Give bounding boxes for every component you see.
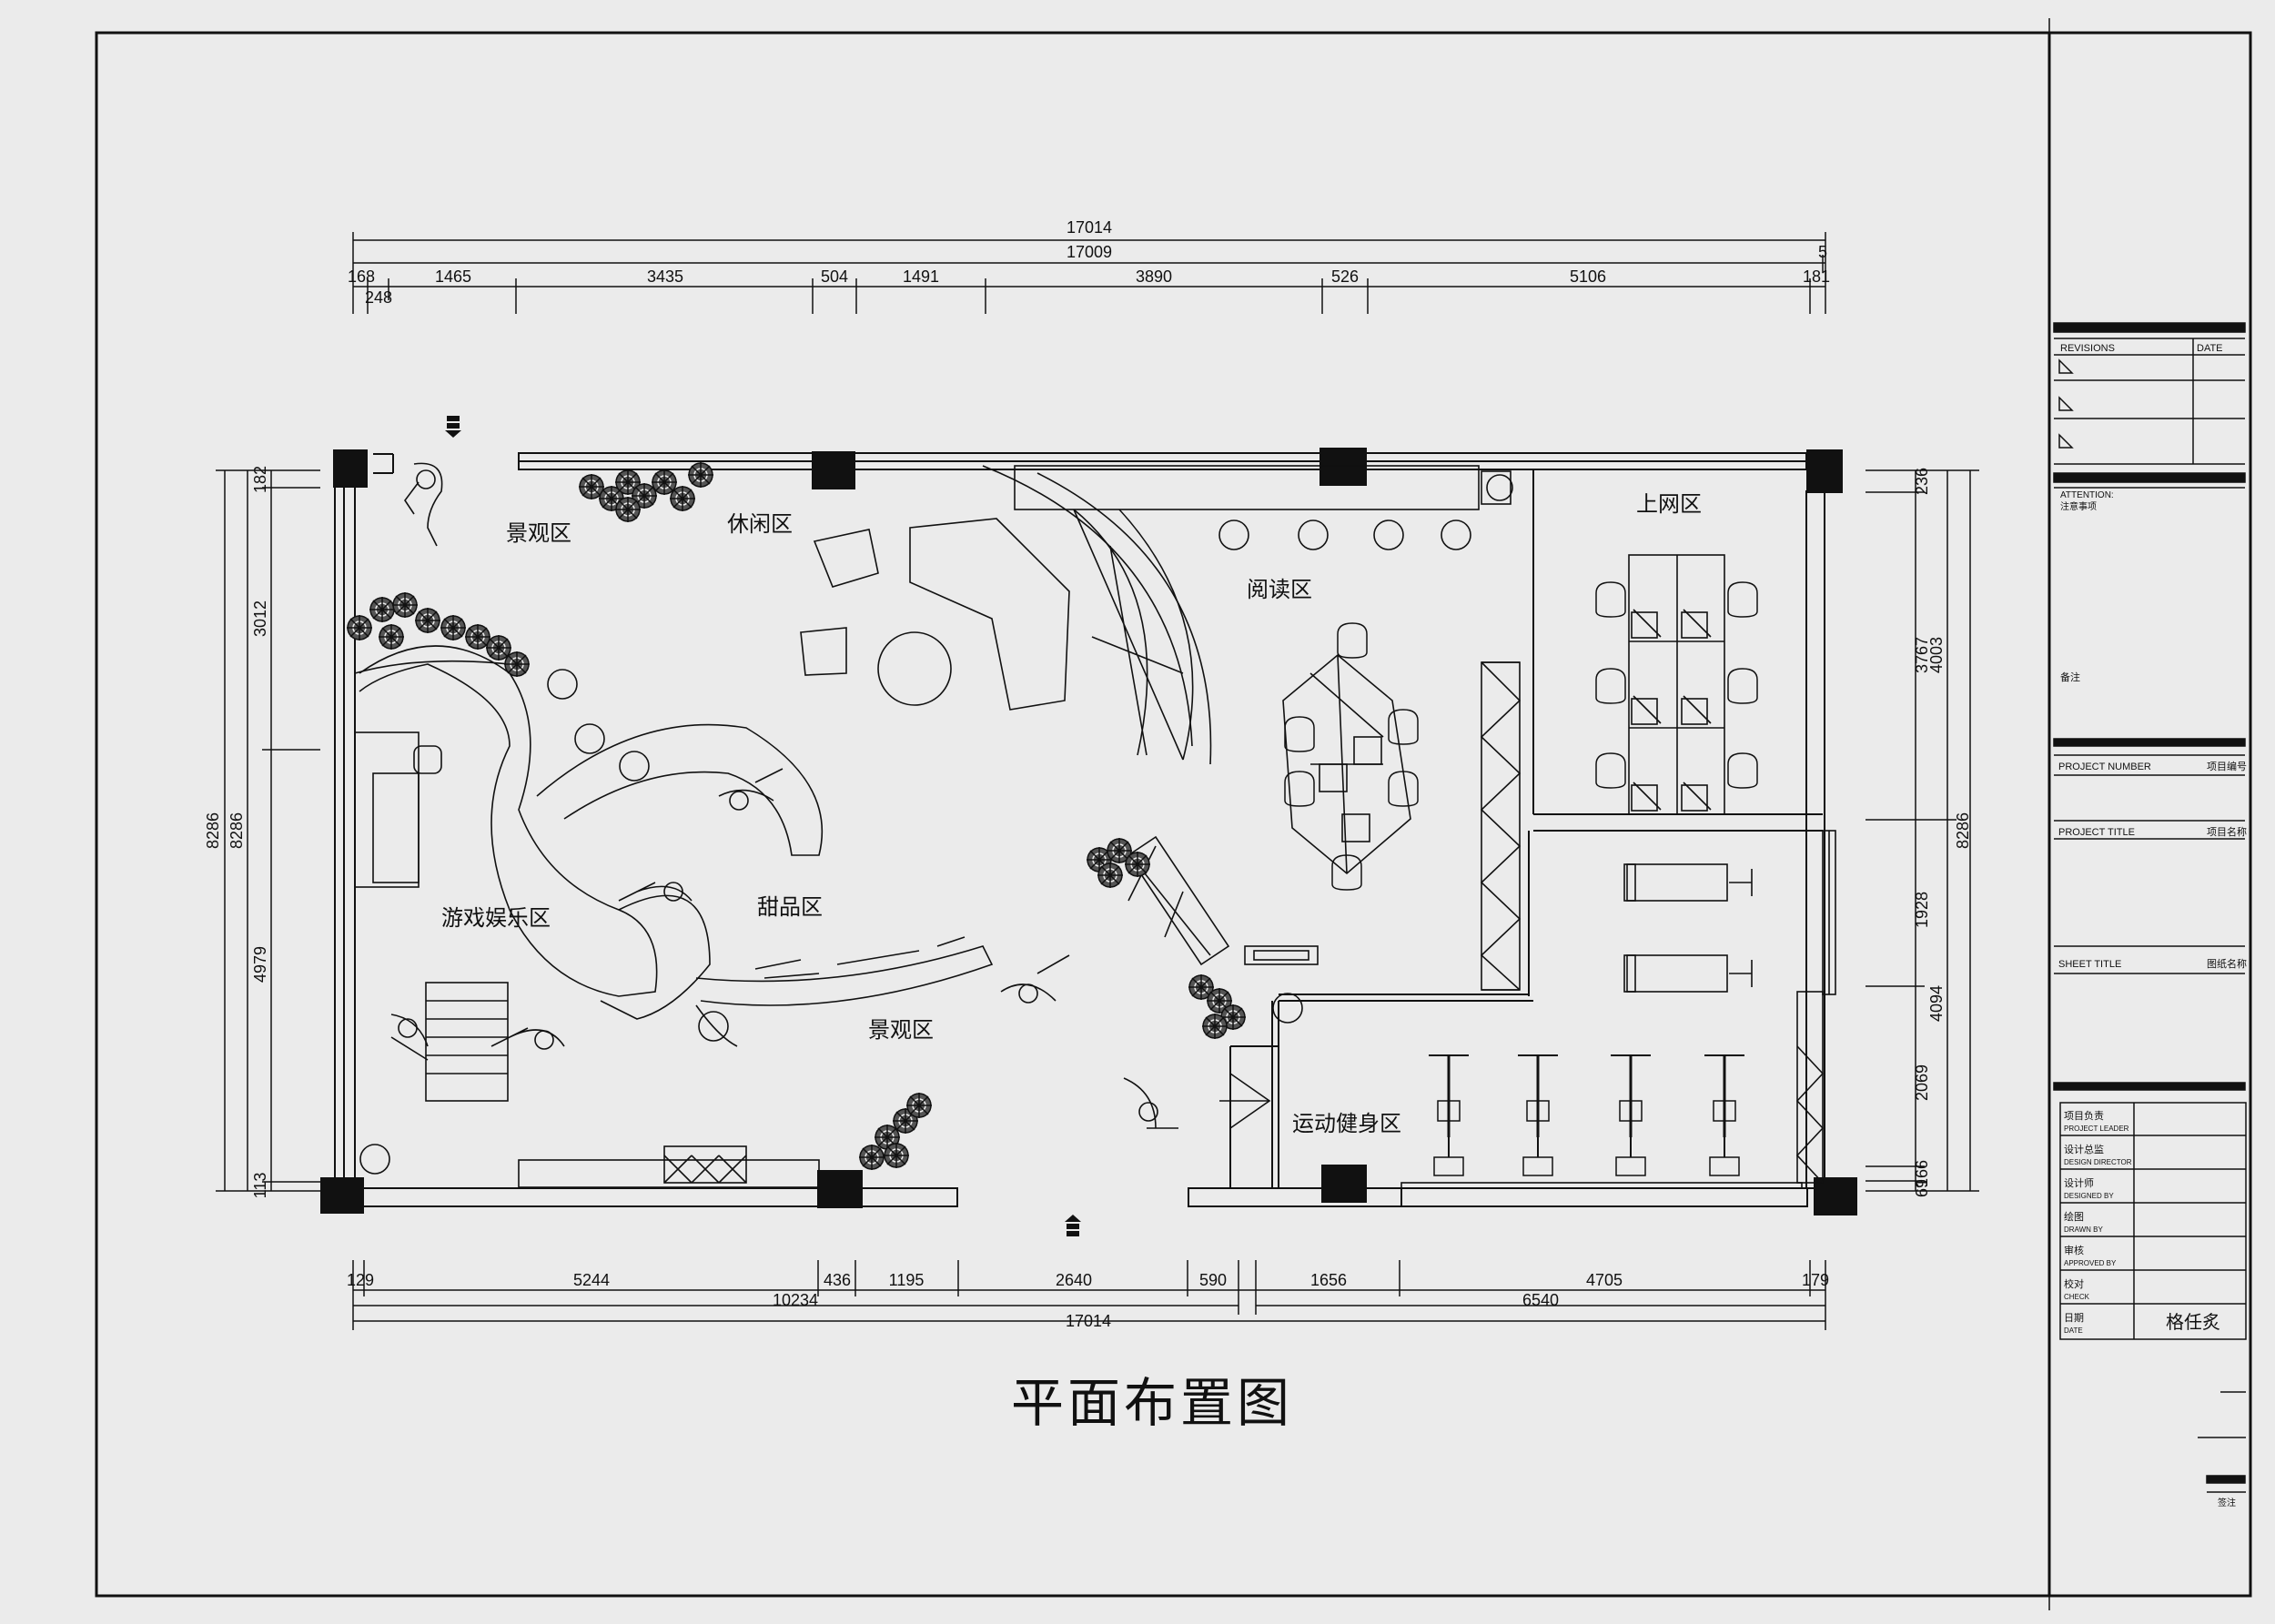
drawing-title: 平面布置图 <box>1011 1372 1293 1434</box>
dim-left-seg-4: 113 <box>251 1173 269 1199</box>
dimensions-right <box>1866 469 1979 1192</box>
dim-bottom-seg-7: 1656 <box>1310 1271 1347 1289</box>
dim-right-outer: 8286 <box>1954 812 1972 849</box>
dimensions-bottom <box>352 1260 1826 1330</box>
title-block-sign-label: 签注 <box>2218 1497 2236 1508</box>
dim-left-outer: 8286 <box>204 812 222 849</box>
tb-row-7-en: DATE <box>2064 1326 2083 1335</box>
zone-label-landscape-bottom: 景观区 <box>868 1017 934 1043</box>
zone-label-reading: 阅读区 <box>1247 577 1312 602</box>
title-block-attention-sub: 注意事项 <box>2060 500 2097 512</box>
dim-top-small-right: 5 <box>1818 243 1827 261</box>
dim-bottom-seg-1: 129 <box>347 1271 374 1289</box>
dim-right-seg-2: 3767 <box>1913 637 1931 673</box>
tb-row-5-en: APPROVED BY <box>2064 1259 2117 1267</box>
dim-top-seg-7: 526 <box>1331 267 1359 286</box>
title-block-project-title-label: PROJECT TITLE <box>2058 827 2135 838</box>
tb-row-2-en: DESIGN DIRECTOR <box>2064 1158 2132 1166</box>
dim-top-seg-5: 1491 <box>903 267 939 286</box>
columns <box>320 448 1857 1215</box>
dim-top-seg-9: 181 <box>1803 267 1830 286</box>
title-block-revisions-label: REVISIONS <box>2060 343 2115 354</box>
tb-row-1-en: PROJECT LEADER <box>2064 1125 2129 1133</box>
dim-bottom-overall: 17014 <box>1066 1312 1111 1330</box>
tb-row-7-cn: 日期 <box>2064 1312 2084 1324</box>
dim-bottom-left-total: 10234 <box>773 1291 818 1309</box>
dim-top-seg-3: 3435 <box>647 267 683 286</box>
dim-right-seg-5: 166 <box>1913 1160 1931 1187</box>
chairs <box>1284 581 1758 891</box>
title-block-sheet-title-value: 图纸名称 <box>2207 957 2247 970</box>
fitness-bikes <box>1427 1054 1746 1177</box>
title-block-sheet-title-label: SHEET TITLE <box>2058 959 2121 970</box>
zone-label-fitness: 运动健身区 <box>1292 1111 1401 1136</box>
dim-bottom-seg-2: 5244 <box>573 1271 610 1289</box>
title-block-project-number-value: 项目编号 <box>2207 760 2247 772</box>
dim-top-overall-inner: 17009 <box>1067 243 1112 261</box>
title-block-designer-name: 格任炙 <box>2166 1311 2220 1333</box>
title-block-note-label: 备注 <box>2060 671 2080 683</box>
dim-bottom-seg-4: 1195 <box>889 1271 925 1289</box>
title-block-date-label: DATE <box>2197 343 2223 354</box>
zone-label-leisure: 休闲区 <box>727 511 793 537</box>
zone-label-internet: 上网区 <box>1636 491 1702 517</box>
sheet-border <box>95 31 2252 1598</box>
dim-left-inner: 8286 <box>228 812 246 849</box>
title-block-project-number-label: PROJECT NUMBER <box>2058 762 2151 772</box>
zone-label-landscape-top: 景观区 <box>506 520 571 546</box>
dim-top-seg-4: 504 <box>821 267 848 286</box>
dim-top-seg-8: 5106 <box>1570 267 1606 286</box>
dim-bottom-seg-8: 4705 <box>1586 1271 1623 1289</box>
dim-top-overall-outer: 17014 <box>1067 218 1112 237</box>
zone-label-game: 游戏娱乐区 <box>441 905 551 931</box>
dim-left-seg-1: 182 <box>251 466 269 493</box>
dim-top-sub-248: 248 <box>365 288 392 307</box>
walls <box>334 452 1825 1207</box>
title-block <box>2053 322 2247 1493</box>
entrance-marker-bottom <box>1065 1215 1081 1236</box>
dim-right-seg-6: 69 <box>1913 1179 1931 1197</box>
tb-row-4-cn: 绘图 <box>2064 1210 2084 1223</box>
dim-bottom-seg-6: 590 <box>1199 1271 1227 1289</box>
dim-left-seg-3: 4979 <box>251 946 269 983</box>
tb-row-6-en: CHECK <box>2064 1293 2090 1301</box>
tb-row-3-cn: 设计师 <box>2064 1177 2094 1189</box>
dim-right-seg-3: 1928 <box>1913 892 1931 928</box>
tb-row-4-en: DRAWN BY <box>2064 1226 2103 1234</box>
dim-bottom-seg-9: 179 <box>1802 1271 1829 1289</box>
tb-row-1-cn: 项目负责 <box>2064 1109 2104 1122</box>
dim-top-seg-1: 168 <box>348 267 375 286</box>
dim-right-mid-2: 4094 <box>1927 985 1946 1022</box>
plants <box>346 461 1247 1171</box>
tb-row-6-cn: 校对 <box>2064 1277 2084 1290</box>
dim-bottom-right-total: 6540 <box>1522 1291 1559 1309</box>
dim-bottom-seg-3: 436 <box>824 1271 851 1289</box>
dim-right-seg-4: 2069 <box>1913 1064 1931 1101</box>
dim-bottom-seg-5: 2640 <box>1056 1271 1092 1289</box>
people-figures <box>390 462 1178 1129</box>
title-block-project-title-value: 项目名称 <box>2207 825 2247 838</box>
title-block-attention-label: ATTENTION: <box>2060 490 2114 500</box>
tb-row-2-cn: 设计总监 <box>2064 1143 2104 1155</box>
tb-row-3-en: DESIGNED BY <box>2064 1192 2114 1200</box>
dimensions-top <box>352 232 1826 314</box>
dim-left-seg-2: 3012 <box>251 600 269 637</box>
tb-row-5-cn: 审核 <box>2064 1244 2084 1256</box>
dim-right-mid-1: 4003 <box>1927 637 1946 673</box>
zone-label-dessert: 甜品区 <box>757 894 823 920</box>
dim-top-seg-2: 1465 <box>435 267 471 286</box>
dimensions-left <box>216 469 320 1192</box>
stools <box>359 519 1471 1175</box>
dim-top-seg-6: 3890 <box>1136 267 1172 286</box>
entrance-marker-top <box>445 416 461 438</box>
dim-right-seg-1: 236 <box>1913 468 1931 495</box>
furniture <box>354 465 1836 1189</box>
